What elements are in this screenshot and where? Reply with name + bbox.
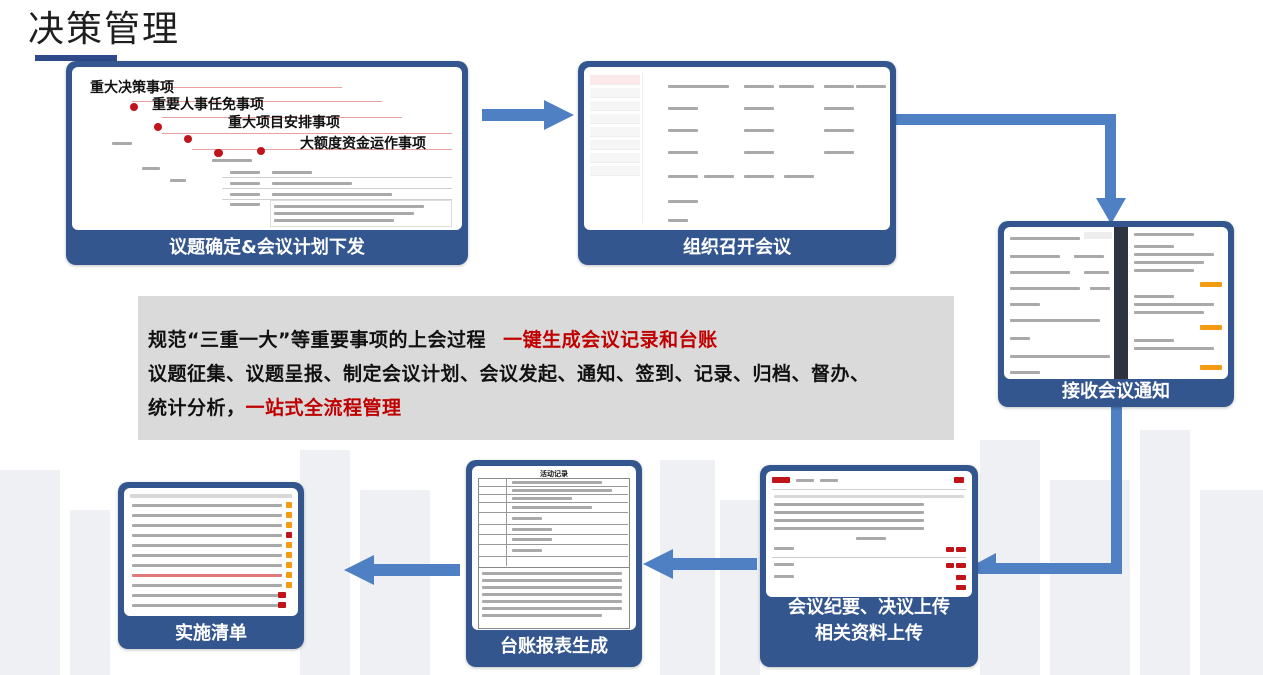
arrow-p3-to-p4 [968, 404, 1122, 574]
screenshot-notice [1004, 227, 1228, 379]
caption-hold-meeting: 组织召开会议 [683, 237, 791, 258]
doc-title: 活动记录 [540, 470, 568, 478]
screenshot-upload [766, 471, 972, 597]
level-funds: 大额度资金运作事项 [300, 136, 426, 152]
panel-receive-notice: 接收会议通知 [998, 221, 1234, 407]
caption-upload: 会议纪要、决议上传 相关资料上传 [760, 595, 978, 667]
panel-implementation-list: 实施清单 [118, 482, 304, 649]
description-line-2: 议题征集、议题呈报、制定会议计划、会议发起、通知、签到、记录、归档、督办、 [148, 363, 870, 385]
caption-receive-notice: 接收会议通知 [1062, 381, 1170, 402]
description-line-3: 统计分析，一站式全流程管理 [148, 393, 402, 420]
arrow-p2-to-p3 [892, 114, 1126, 224]
screenshot-activity-record: 活动记录 [472, 466, 636, 630]
arrow-p1-to-p2 [482, 100, 574, 130]
screenshot-meeting-form [584, 67, 890, 230]
caption-upload-line2: 相关资料上传 [815, 623, 923, 644]
caption-upload-line1: 会议纪要、决议上传 [788, 597, 950, 618]
description-box [138, 296, 954, 440]
description-line-3-highlight: 一站式全流程管理 [245, 397, 402, 419]
panel-topic-confirmation: 重大决策事项 重要人事任免事项 重大项目安排事项 大额度资金运作事项 议题确定&… [66, 61, 468, 265]
description-line-1-text: 规范“三重一大”等重要事项的上会过程 [148, 329, 486, 351]
level-major-decision: 重大决策事项 [90, 80, 174, 96]
level-project: 重大项目安排事项 [228, 115, 340, 131]
level-personnel: 重要人事任免事项 [152, 97, 264, 113]
description-line-1: 规范“三重一大”等重要事项的上会过程 一键生成会议记录和台账 [148, 325, 718, 352]
page-title: 决策管理 [28, 9, 181, 50]
caption-implementation-list: 实施清单 [175, 623, 247, 644]
screenshot-topic-plan: 重大决策事项 重要人事任免事项 重大项目安排事项 大额度资金运作事项 [72, 67, 462, 230]
description-line-1-highlight: 一键生成会议记录和台账 [503, 329, 718, 351]
title-underline [35, 55, 117, 61]
caption-topic-plan: 议题确定&会议计划下发 [169, 237, 365, 258]
panel-ledger-report: 活动记录 台账报表生成 [466, 460, 642, 667]
screenshot-implementation-list [124, 488, 298, 616]
panel-hold-meeting: 组织召开会议 [578, 61, 896, 265]
arrow-p4-to-p5 [643, 549, 757, 579]
arrow-p5-to-p6 [344, 555, 460, 585]
caption-ledger: 台账报表生成 [500, 636, 608, 657]
description-line-3-text: 统计分析， [148, 397, 246, 419]
panel-upload-minutes: 会议纪要、决议上传 相关资料上传 [760, 465, 978, 667]
